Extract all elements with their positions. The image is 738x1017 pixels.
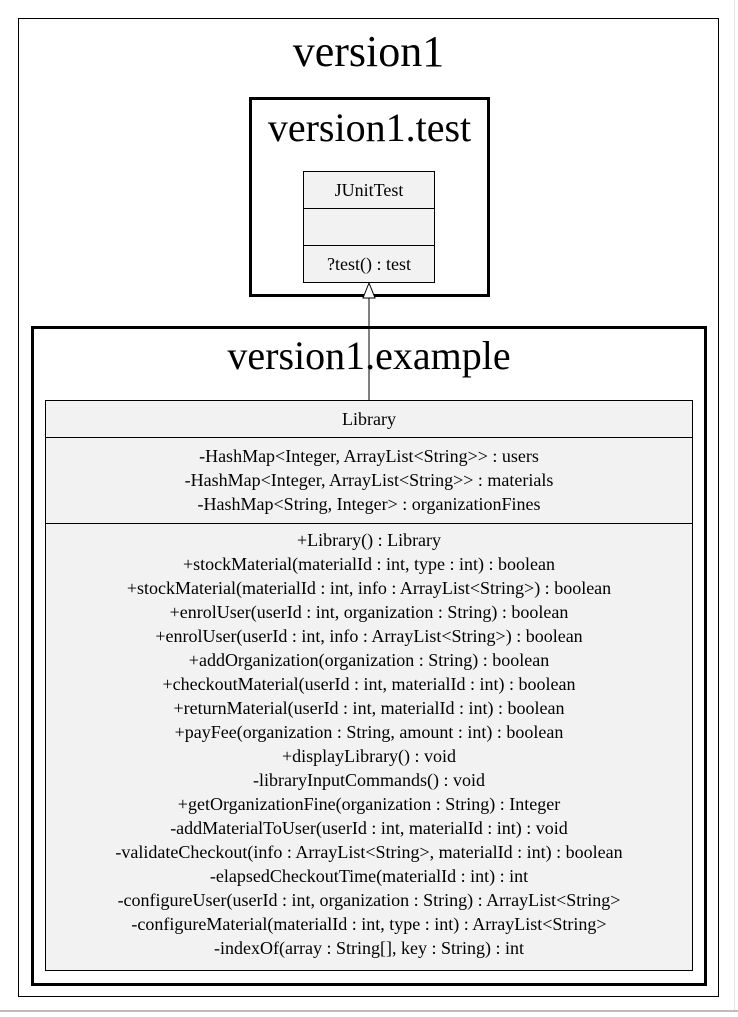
operation-line: +getOrganizationFine(organization : Stri…	[177, 794, 561, 814]
page-edge-right	[734, 0, 735, 1010]
attribute-line: -HashMap<Integer, ArrayList<String>> : u…	[199, 446, 539, 466]
operation-line: -elapsedCheckoutTime(materialId : int) :…	[209, 866, 529, 886]
page-edge-bottom	[0, 1010, 738, 1012]
package-title-version1-example: version1.example	[227, 333, 511, 378]
operation-line: -libraryInputCommands() : void	[253, 770, 485, 790]
operation-line: ?test() : test	[327, 254, 411, 274]
class-attributes-junittest	[304, 209, 434, 246]
operation-line: +stockMaterial(materialId : int, info : …	[126, 578, 612, 598]
operation-line: +enrolUser(userId : int, organization : …	[169, 602, 569, 622]
operation-line: +stockMaterial(materialId : int, type : …	[182, 554, 556, 574]
operation-line: -configureUser(userId : int, organizatio…	[117, 890, 621, 910]
attribute-line: -HashMap<String, Integer> : organization…	[197, 494, 541, 514]
operation-line: +returnMaterial(userId : int, materialId…	[173, 698, 565, 718]
class-library: Library -HashMap<Integer, ArrayList<Stri…	[45, 400, 693, 971]
operation-line: +addOrganization(organization : String) …	[188, 650, 550, 670]
class-operations-junittest: ?test() : test	[304, 246, 434, 276]
operation-line: -validateCheckout(info : ArrayList<Strin…	[115, 842, 623, 862]
operation-line: +Library() : Library	[296, 530, 442, 550]
class-operations-library: +Library() : Library +stockMaterial(mate…	[46, 524, 692, 960]
operation-line: +checkoutMaterial(userId : int, material…	[162, 674, 576, 694]
class-attributes-library: -HashMap<Integer, ArrayList<String>> : u…	[46, 438, 692, 524]
operation-line: +displayLibrary() : void	[281, 746, 457, 766]
attribute-line: -HashMap<Integer, ArrayList<String>> : m…	[184, 470, 554, 490]
operation-line: -indexOf(array : String[], key : String)…	[214, 938, 524, 958]
class-name-library: Library	[46, 401, 692, 438]
package-title-version1-test: version1.test	[267, 105, 472, 150]
operation-line: -configureMaterial(materialId : int, typ…	[131, 914, 607, 934]
operation-line: +payFee(organization : String, amount : …	[174, 722, 564, 742]
operation-line: +enrolUser(userId : int, info : ArrayLis…	[155, 626, 583, 646]
package-title-version1: version1	[292, 27, 445, 76]
class-junittest: JUnitTest ?test() : test	[303, 171, 435, 283]
class-name-junittest: JUnitTest	[304, 172, 434, 209]
operation-line: -addMaterialToUser(userId : int, materia…	[170, 818, 568, 838]
